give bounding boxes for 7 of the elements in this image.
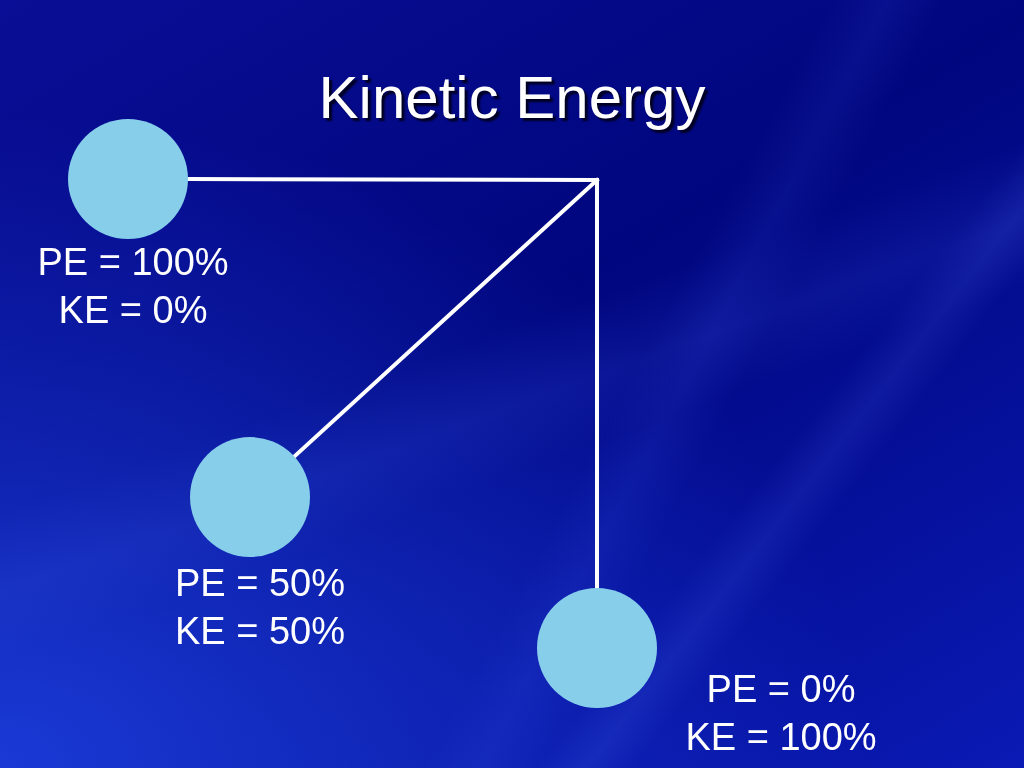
energy-label: PE = 100% [37, 240, 229, 285]
energy-label: KE = 0% [58, 288, 208, 333]
slide-title: Kinetic Energy [317, 63, 707, 133]
energy-label: KE = 100% [685, 715, 877, 760]
energy-label: PE = 50% [174, 561, 346, 606]
energy-label: KE = 50% [174, 609, 346, 654]
energy-label: PE = 0% [706, 667, 856, 712]
